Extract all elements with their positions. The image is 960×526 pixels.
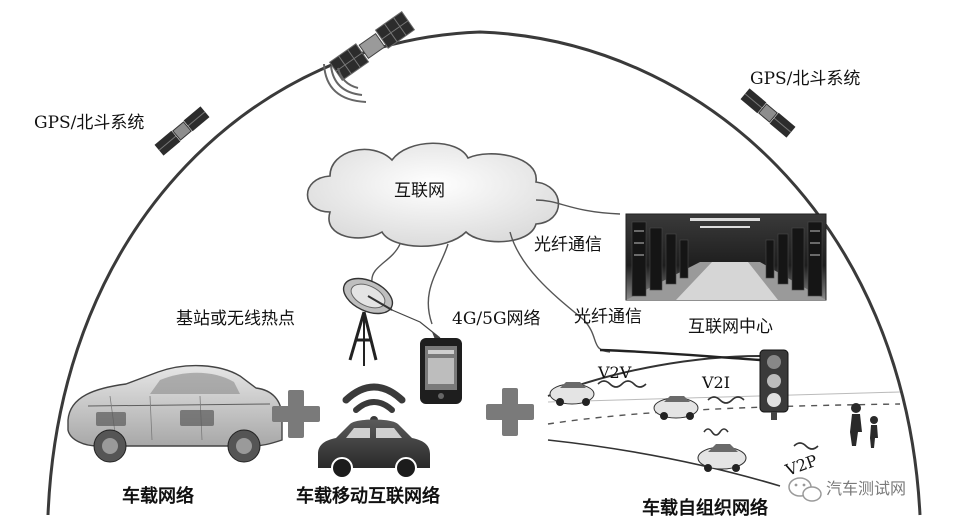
wechat-logo-icon [788,477,822,502]
traffic-light-icon [759,349,789,420]
mobile-internet-label: 车载移动互联网络 [296,485,440,507]
v2i-label: V2I [701,373,730,392]
watermark-text: 汽车测试网 [826,479,906,498]
road-car-3-icon [697,444,747,472]
gps-left-label: GPS/北斗系统 [34,113,144,133]
plus-icon-left [272,390,320,438]
fiber-links [371,199,621,353]
plus-icon-right [486,388,534,436]
coverage-dome [46,30,922,516]
wifi-signal-icon [342,383,406,424]
internet-cloud-icon [306,142,560,247]
fiber-label-1: 光纤通信 [534,235,602,255]
network-4g5g-label: 4G/5G网络 [452,309,541,329]
satellite-icon [328,11,416,81]
satellite-right-icon [740,88,796,138]
fiber-label-2: 光纤通信 [574,307,642,327]
smartphone-icon [420,338,462,404]
gps-right-label: GPS/北斗系统 [750,69,860,89]
watermark: 汽车测试网 [788,477,906,502]
internet-label: 互联网 [394,181,445,201]
base-station-label: 基站或无线热点 [176,309,295,329]
car-left-image [67,364,283,463]
vehicle-network-label: 车载网络 [122,485,194,507]
road-car-1-icon [549,382,595,406]
satellite-signal-icon [323,63,367,103]
satellite-left-icon [154,106,210,156]
connected-car-icon [318,419,430,479]
v2p-label: V2P [782,451,820,480]
data-center-image [625,213,827,301]
v2x-wave-links [597,380,819,450]
v2v-label: V2V [597,363,632,382]
data-center-label: 互联网中心 [688,317,773,337]
road-car-2-icon [653,396,699,420]
base-station-dish-icon [342,277,441,366]
pedestrians-icon [850,403,878,448]
adhoc-network-label: 车载自组织网络 [642,497,768,519]
